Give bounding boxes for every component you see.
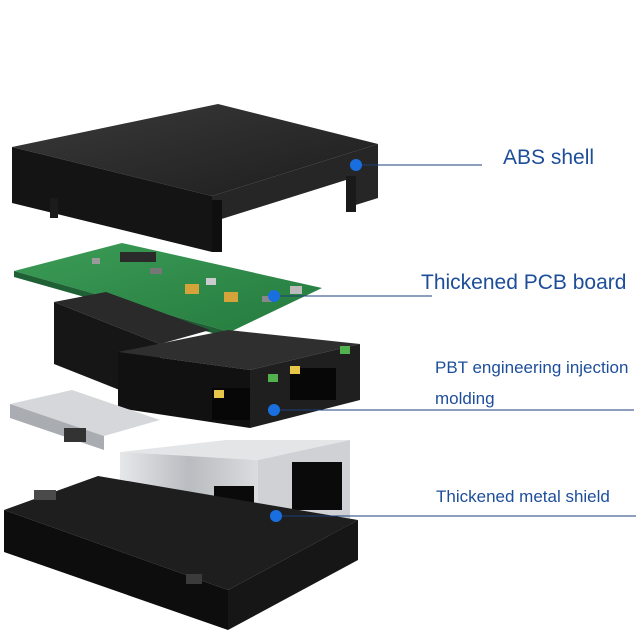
abs-shell-part	[12, 104, 378, 252]
bottom-base-part	[4, 476, 358, 630]
pcb-marker-dot	[268, 290, 280, 302]
pbt-molding-label-line1: PBT engineering injection	[435, 358, 629, 377]
pbt-marker-dot	[268, 404, 280, 416]
abs-shell-label: ABS shell	[503, 146, 595, 169]
metal-shield-label: Thickened metal shield	[436, 487, 610, 506]
metal-marker-dot	[270, 510, 282, 522]
leader-lines	[274, 164, 636, 517]
pcb-board-label: Thickened PCB board	[421, 271, 627, 294]
abs-marker-dot	[350, 159, 362, 171]
marker-dots	[268, 159, 362, 522]
pbt-molding-label-line2: molding	[435, 389, 495, 408]
